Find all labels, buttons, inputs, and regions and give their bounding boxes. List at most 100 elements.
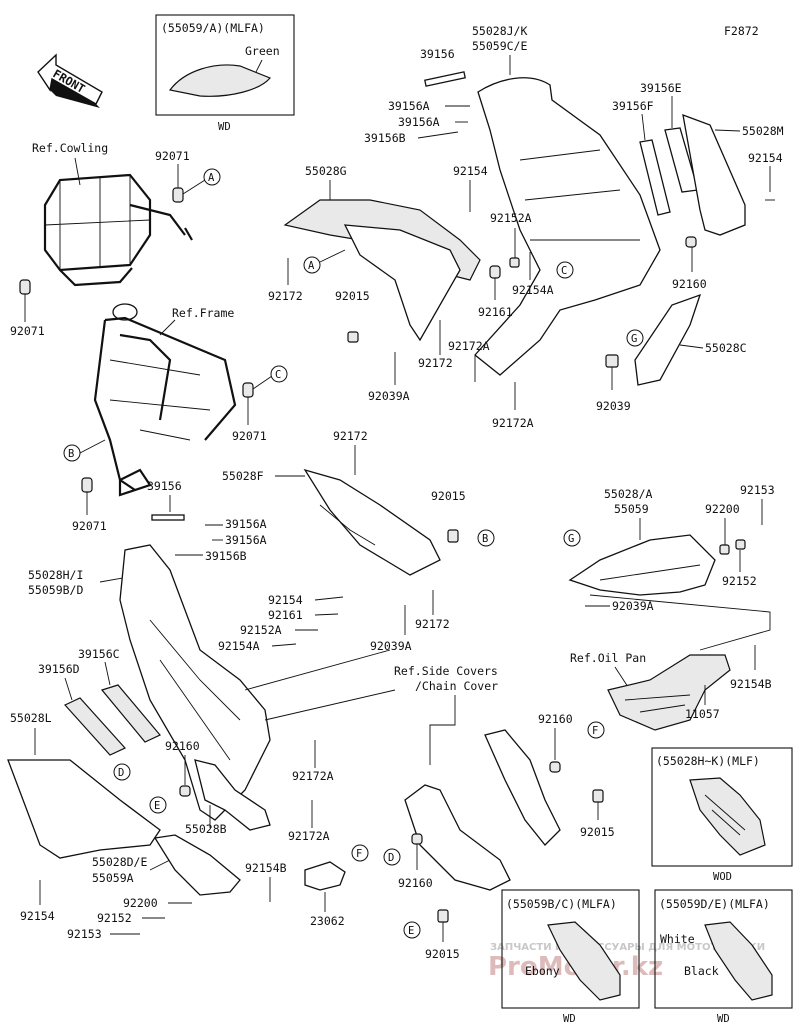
inset-55059DE-title: (55059D/E)(MLFA): [659, 897, 770, 911]
inset-55059DE-part: [704, 921, 773, 1001]
callout-c-1: [270, 365, 288, 383]
strip-39156-top: [424, 71, 466, 87]
upper-cowl-55028JK: [474, 77, 661, 376]
label-92039A-right: 92039A: [612, 599, 654, 613]
callout-c-2-text: C: [561, 265, 567, 277]
ref-frame-label: Ref.Frame: [172, 306, 234, 320]
inset-55028HK-wod: WOD: [713, 871, 732, 883]
label-39156B-mid: 39156B: [205, 549, 247, 563]
callout-a-1: [203, 168, 221, 186]
washer-92152-right: [735, 539, 746, 550]
inset-55059A-box: [155, 14, 295, 116]
callout-e-1-text: E: [154, 800, 160, 812]
callout-g-2: [563, 529, 581, 547]
ref-oilpan-label: Ref.Oil Pan: [570, 651, 646, 665]
label-92172-left: 92172: [268, 289, 303, 303]
label-92015-mid: 92015: [431, 489, 466, 503]
bracket-23062: [304, 861, 346, 891]
front-arrow-icon: [37, 53, 103, 108]
callout-g-1: [626, 329, 644, 347]
inset-55059DE-box: [654, 889, 793, 1009]
label-92071-c: 92071: [232, 429, 267, 443]
label-92154B-right: 92154B: [730, 677, 772, 691]
label-92160-right: 92160: [672, 277, 707, 291]
grommet-92160-sc1: [549, 761, 561, 773]
label-55028JK: 55028J/K: [472, 24, 527, 38]
inset-55059A-part: [168, 64, 271, 97]
label-55059: 55059: [614, 502, 649, 516]
inset-55028HK-part: [689, 777, 766, 856]
label-92152A-mid: 92152A: [240, 623, 282, 637]
label-92160-mid: 92160: [165, 739, 200, 753]
label-92152-right: 92152: [722, 574, 757, 588]
label-92200-left: 92200: [123, 896, 158, 910]
label-92161: 92161: [478, 305, 513, 319]
callout-c-2: [556, 261, 574, 279]
grommet-92160-mid: [179, 785, 191, 797]
callout-g-2-text: G: [568, 533, 574, 545]
label-39156E: 39156E: [640, 81, 682, 95]
label-92039A-mid: 92039A: [370, 639, 412, 653]
callout-e-2-text: E: [408, 925, 414, 937]
strip-39156F: [639, 139, 671, 216]
label-92172-mid: 92172: [418, 356, 453, 370]
label-92039A-top: 92039A: [368, 389, 410, 403]
label-39156A-mid2: 39156A: [225, 533, 267, 547]
label-55059BD: 55059B/D: [28, 583, 83, 597]
grommet-92071-d: [81, 477, 93, 493]
inset-white-label: White: [660, 932, 695, 946]
side-cover-55028C: [634, 293, 702, 386]
callout-d-1-text: D: [118, 767, 124, 779]
label-92154-mid: 92154: [268, 593, 303, 607]
label-39156B-top: 39156B: [364, 131, 406, 145]
washer-92152A: [509, 257, 520, 268]
label-92015-top: 92015: [335, 289, 370, 303]
label-23062: 23062: [310, 914, 345, 928]
label-55028M: 55028M: [742, 124, 784, 138]
inset-ebony-label: Ebony: [525, 964, 560, 978]
ref-sidecovers-label: Ref.Side Covers: [394, 664, 498, 678]
label-39156A-top1: 39156A: [388, 99, 430, 113]
callout-d-2: [383, 848, 401, 866]
callout-b-2-text: B: [482, 533, 488, 545]
inset-55059DE-wd: WD: [717, 1013, 730, 1025]
label-39156A-mid1: 39156A: [225, 517, 267, 531]
label-92152-left: 92152: [97, 911, 132, 925]
label-92154-right: 92154: [748, 151, 783, 165]
inset-55059A-title: (55059/A)(MLFA): [161, 21, 265, 35]
label-92153-left: 92153: [67, 927, 102, 941]
lower-panel-55028DE: [153, 834, 241, 896]
label-92172-midcol: 92172: [333, 429, 368, 443]
grommet-92160-right: [685, 236, 697, 248]
inset-55059BC-wd: WD: [563, 1013, 576, 1025]
label-39156A-top2: 39156A: [398, 115, 440, 129]
label-92015-sc: 92015: [580, 825, 615, 839]
label-11057: 11057: [685, 707, 720, 721]
ref-chaincover-label: /Chain Cover: [415, 679, 498, 693]
grommet-92071-a: [172, 187, 184, 203]
inset-green-label: Green: [245, 44, 280, 58]
callout-b-2: [477, 529, 495, 547]
inner-bracket: [343, 224, 461, 342]
label-92071-a: 92071: [155, 149, 190, 163]
callout-f-1-text: F: [356, 848, 362, 860]
callout-f-2: [587, 721, 605, 739]
label-55028F: 55028F: [222, 469, 264, 483]
label-92071-d: 92071: [72, 519, 107, 533]
grommet-92161: [489, 265, 501, 279]
inset-55059BC-box: [501, 889, 640, 1009]
label-55028L: 55028L: [10, 711, 52, 725]
label-55028B: 55028B: [185, 822, 227, 836]
grommet-92071-c: [242, 382, 254, 398]
chain-cover: [484, 729, 561, 846]
label-55028A: 55028/A: [604, 487, 653, 501]
callout-a-2-text: A: [308, 260, 315, 272]
label-92153-right: 92153: [740, 483, 775, 497]
lower-cowl-55028A: [568, 534, 716, 596]
label-55028HI: 55028H/I: [28, 568, 83, 582]
callout-g-1-text: G: [631, 333, 637, 345]
label-55028DE: 55028D/E: [92, 855, 147, 869]
main-frame: [93, 303, 237, 497]
label-92154-center: 92154: [453, 164, 488, 178]
